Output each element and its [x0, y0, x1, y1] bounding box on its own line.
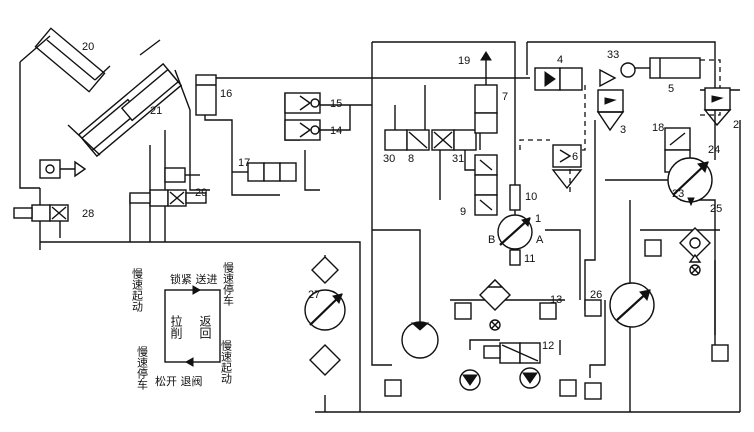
element-2: [703, 87, 732, 127]
label-31: 31: [452, 153, 464, 165]
cycle-labels: 锁紧 送进 慢速起动 慢速停车 拉削 返回 慢速停车 慢速起动 松开 退阀: [131, 262, 235, 391]
valve-7: [474, 51, 498, 134]
cycle-top: 锁紧 送进: [170, 272, 218, 286]
label-33: 33: [607, 49, 619, 61]
pump-24: [667, 157, 713, 207]
label-5: 5: [668, 83, 674, 95]
label-15: 15: [330, 98, 342, 110]
label-25: 25: [710, 203, 722, 215]
label-17: 17: [238, 157, 250, 169]
cylinder-16: [195, 74, 217, 116]
label-4: 4: [557, 54, 563, 66]
label-30: 30: [383, 153, 395, 165]
valve-15: [284, 92, 321, 114]
valve-31: [431, 129, 477, 151]
label-23: 23: [672, 188, 684, 200]
label-6: 6: [572, 151, 578, 163]
label-21: 21: [150, 105, 162, 117]
valve-13: [454, 279, 557, 331]
cycle-top-right: 慢速停车: [222, 262, 235, 307]
label-14: 14: [330, 125, 342, 137]
cycle-center-right: 返回: [198, 315, 212, 339]
pump-1: [497, 214, 533, 266]
valve-29: [129, 167, 207, 207]
cycle-bottom-right: 慢速起动: [220, 340, 233, 384]
label-9: 9: [460, 206, 466, 218]
label-12: 12: [542, 340, 554, 352]
valve-30: [384, 129, 430, 151]
cycle-bottom: 松开 退阀: [155, 374, 203, 388]
bottom-valves: [384, 344, 729, 400]
label-port-b: B: [488, 234, 495, 246]
cylinder-20: [19, 27, 111, 93]
valve-12: [483, 342, 541, 364]
cycle-center-left: 拉削: [169, 314, 183, 339]
label-29: 29: [195, 187, 207, 199]
pipelines: [19, 41, 741, 413]
valve-18: [664, 127, 691, 173]
valve-25: [644, 227, 711, 276]
label-16: 16: [220, 88, 232, 100]
label-1: 1: [535, 213, 541, 225]
label-24: 24: [708, 144, 720, 156]
valve-17: [232, 162, 297, 182]
cylinder-5: [635, 57, 701, 79]
label-2: 2: [733, 119, 739, 131]
label-7: 7: [502, 91, 508, 103]
accumulator: [401, 321, 439, 359]
cycle-top-left: 慢速起动: [131, 268, 144, 312]
cycle-bottom-left: 慢速停车: [136, 346, 149, 391]
label-28: 28: [82, 208, 94, 220]
valve-6: [551, 144, 583, 190]
element-3: [596, 89, 625, 132]
label-20: 20: [82, 41, 94, 53]
label-8: 8: [408, 153, 414, 165]
label-10: 10: [525, 191, 537, 203]
label-18: 18: [652, 122, 664, 134]
pump-27: [304, 256, 346, 376]
valve-28: [13, 204, 69, 238]
valve-33: [599, 62, 636, 88]
valve-9: [474, 154, 498, 216]
component-labels: 20 21 16 15 14 17 29 28 19 7 4 33 5 3 2 …: [82, 41, 739, 352]
pump-26: [584, 282, 655, 328]
label-27: 27: [308, 289, 320, 301]
check-valve-left: [39, 159, 87, 205]
label-19: 19: [458, 55, 470, 67]
label-port-a: A: [536, 234, 544, 246]
valve-10: [509, 184, 521, 211]
label-26: 26: [590, 289, 602, 301]
label-3: 3: [620, 124, 626, 136]
label-13: 13: [550, 294, 562, 306]
cylinder-21: [67, 39, 191, 158]
label-11: 11: [524, 253, 535, 265]
cycle-diagram: [164, 285, 221, 367]
valve-4: [534, 67, 583, 91]
valve-14: [284, 119, 321, 141]
